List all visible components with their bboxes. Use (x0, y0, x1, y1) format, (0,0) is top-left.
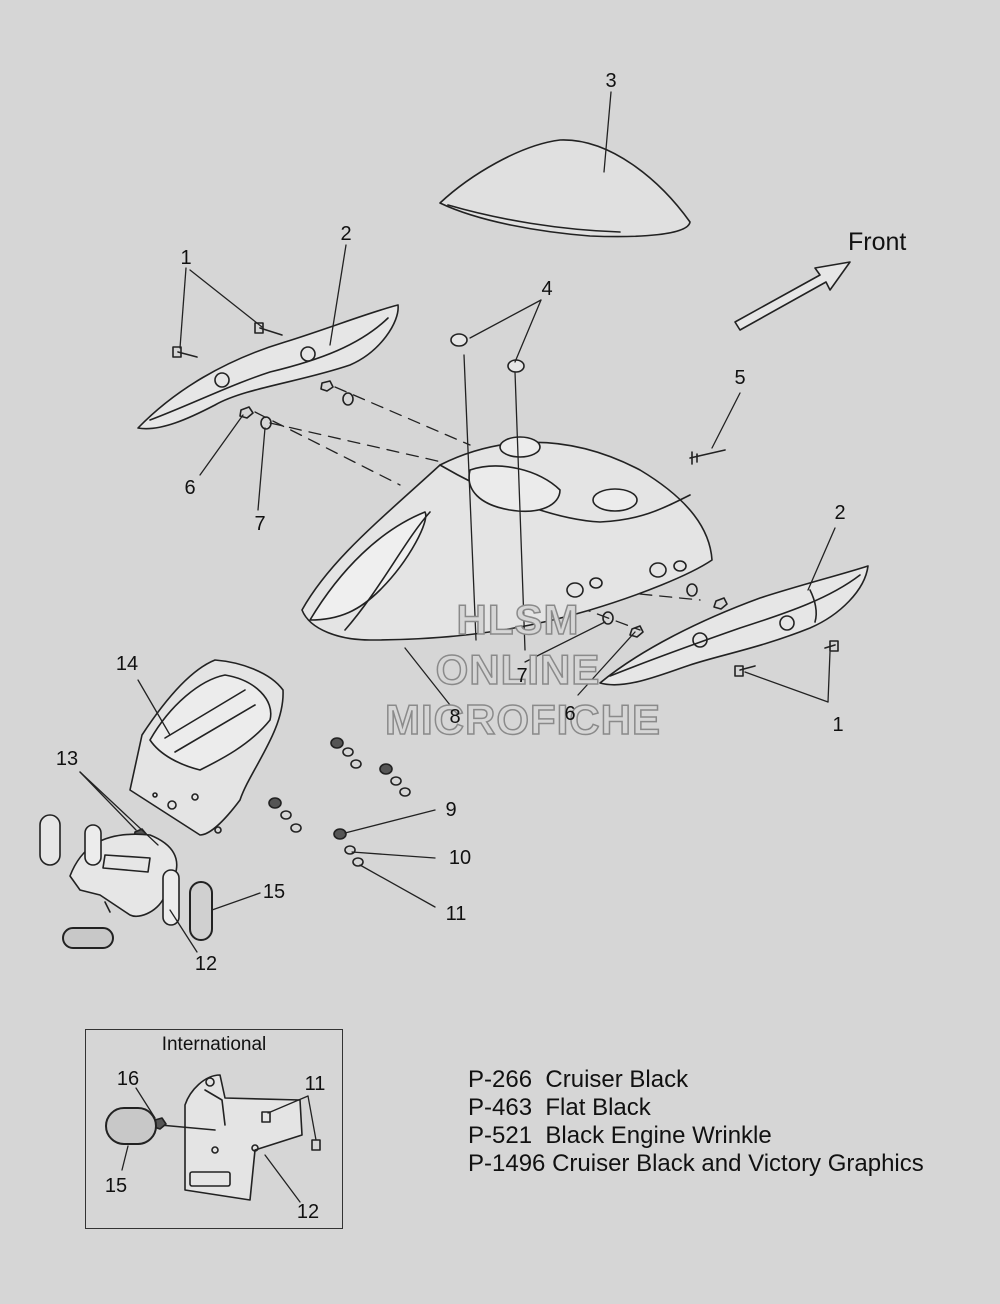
international-inset: International (85, 1029, 343, 1229)
watermark-line-1: HLSM (456, 595, 580, 644)
assembly-lines (254, 386, 701, 631)
paint-name: Cruiser Black (545, 1066, 689, 1093)
paint-row: P-463 Flat Black (468, 1094, 924, 1122)
callout-13: 13 (55, 748, 79, 770)
paint-name: Black Engine Wrinkle (545, 1122, 772, 1149)
callout-14: 14 (115, 653, 139, 675)
callout-7-left: 7 (254, 513, 266, 535)
license-bracket-part (129, 659, 284, 836)
paint-gap (532, 1122, 545, 1149)
paint-name: Flat Black (545, 1094, 651, 1121)
front-arrow (734, 261, 851, 331)
paint-code: P-463 (468, 1094, 533, 1121)
paint-code: P-1496 (468, 1150, 546, 1177)
left-screws-part (172, 322, 283, 358)
push-rivet-part (689, 449, 726, 465)
inset-reflector-part (105, 1107, 157, 1145)
callout-6-left: 6 (184, 477, 196, 499)
inset-leader-lines (121, 1087, 317, 1203)
plugs-part (450, 333, 525, 373)
callout-15: 15 (262, 881, 286, 903)
inset-bracket-part (153, 1074, 321, 1201)
callout-1-left: 1 (180, 247, 192, 269)
paint-row: P-266 Cruiser Black (468, 1066, 924, 1094)
callout-9: 9 (445, 799, 457, 821)
paint-row: P-1496 Cruiser Black and Victory Graphic… (468, 1150, 924, 1178)
reflectors-part (39, 814, 213, 949)
callout-2-left: 2 (340, 223, 352, 245)
paint-name: Cruiser Black and Victory Graphics (552, 1150, 924, 1177)
callout-11-inset: 11 (304, 1073, 326, 1095)
paint-gap (532, 1094, 545, 1121)
leader-lines (79, 91, 836, 953)
callout-2-right: 2 (834, 502, 846, 524)
right-screws-part (734, 640, 839, 677)
callout-15-inset: 15 (104, 1175, 128, 1197)
left-side-rail-part (137, 304, 399, 430)
hardware-part (268, 737, 411, 867)
paint-code-legend: P-266 Cruiser Black P-463 Flat Black P-5… (468, 1066, 924, 1178)
callout-7-right: 7 (516, 665, 528, 687)
callout-4: 4 (541, 278, 553, 300)
callout-12-inset: 12 (296, 1201, 320, 1223)
seat-pad-part (439, 139, 691, 238)
front-label: Front (848, 228, 907, 256)
callout-8: 8 (449, 706, 461, 728)
right-side-rail-part (599, 565, 869, 686)
paint-gap (532, 1066, 545, 1093)
callout-3: 3 (605, 70, 617, 92)
watermark-line-2: ONLINE (435, 645, 601, 694)
callout-5: 5 (734, 367, 746, 389)
watermark-line-3: MICROFICHE (384, 695, 661, 744)
tail-fender-part (301, 436, 713, 641)
callout-1-right: 1 (832, 714, 844, 736)
paint-code: P-266 (468, 1066, 533, 1093)
callout-16-inset: 16 (116, 1068, 140, 1090)
paint-code: P-521 (468, 1122, 533, 1149)
callout-11: 11 (445, 903, 467, 925)
paint-row: P-521 Black Engine Wrinkle (468, 1122, 924, 1150)
callout-6-right: 6 (564, 703, 576, 725)
callout-10: 10 (448, 847, 472, 869)
inset-title: International (161, 1034, 267, 1055)
right-washers-part (602, 583, 728, 638)
callout-12: 12 (194, 953, 218, 975)
